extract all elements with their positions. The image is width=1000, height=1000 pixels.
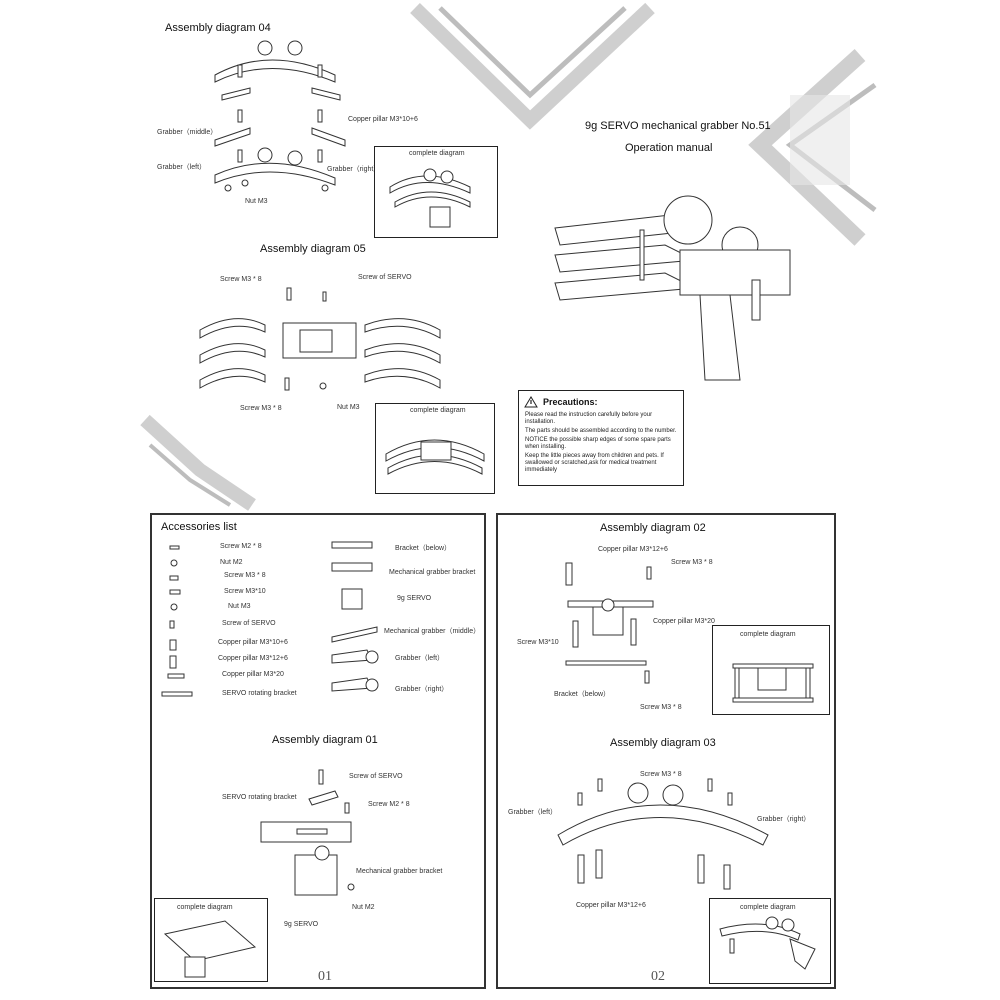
precautions-list: Please read the instruction carefully be…	[525, 412, 679, 474]
acc-screw-m3-10: Screw M3*10	[224, 588, 266, 595]
grabber-middle-label: Grabber（middle）	[157, 129, 218, 136]
manual-subtitle: Operation manual	[625, 142, 713, 154]
a01-rotating-bracket: SERVO rotating bracket	[222, 794, 297, 801]
complete-diagram-03-drawing	[719, 916, 816, 970]
acc-nut-m3: Nut M3	[228, 603, 251, 610]
assembly01-drawing	[260, 769, 355, 896]
a01-grabber-bracket: Mechanical grabber bracket	[356, 868, 443, 875]
acc-grabber-middle: Mechanical grabber（middle）	[384, 628, 481, 635]
complete-diagram-label: complete diagram	[409, 150, 465, 157]
complete-diagram-05-drawing	[385, 439, 485, 475]
screw-m3-8-bottom-label: Screw M3 * 8	[240, 405, 282, 412]
acc-copper-pillar-20: Copper pillar M3*20	[222, 671, 284, 678]
complete-diagram-label: complete diagram	[740, 904, 796, 911]
a01-screw-servo: Screw of SERVO	[349, 773, 403, 780]
a02-screw-m3-8: Screw M3 * 8	[671, 559, 713, 566]
screw-icon	[169, 545, 180, 550]
complete-diagram-02: complete diagram	[712, 625, 830, 715]
acc-servo-bracket: SERVO rotating bracket	[222, 690, 297, 697]
acc-9g-servo: 9g SERVO	[397, 595, 432, 602]
acc-bracket-below: Bracket（below）	[395, 545, 452, 552]
assembly01-title: Assembly diagram 01	[272, 734, 378, 746]
precaution-item: Keep the little pieces away from childre…	[525, 453, 664, 473]
complete-diagram-04: complete diagram	[374, 146, 498, 238]
a02-screw-m3-8b: Screw M3 * 8	[640, 704, 682, 711]
page-number-01: 01	[318, 969, 332, 984]
grabber-left-label: Grabber（left）	[157, 164, 207, 171]
precaution-item: NOTICE the possible sharp edges of some …	[525, 437, 671, 450]
precaution-item: Please read the instruction carefully be…	[525, 412, 653, 425]
acc-nut-m2: Nut M2	[220, 559, 243, 566]
acc-grabber-bracket: Mechanical grabber bracket	[389, 569, 476, 576]
grabber-right-label: Grabber（right）	[327, 166, 381, 173]
complete-diagram-label: complete diagram	[177, 904, 233, 911]
a01-screw-m2: Screw M2 * 8	[368, 801, 410, 808]
assembly05-title: Assembly diagram 05	[260, 243, 366, 255]
a02-bracket-below: Bracket（below）	[554, 691, 611, 698]
warning-icon	[524, 396, 538, 408]
complete-diagram-03: complete diagram	[709, 898, 831, 984]
acc-copper-pillar-12: Copper pillar M3*12+6	[218, 655, 288, 662]
a03-pillar-12: Copper pillar M3*12+6	[576, 902, 646, 909]
page02-panel: Assembly diagram 02 Copper pillar M3*12+…	[496, 513, 836, 989]
precautions-heading: Precautions:	[543, 397, 598, 407]
acc-screw-m2-8: Screw M2 * 8	[220, 543, 262, 550]
a02-screw-m3-10: Screw M3*10	[517, 639, 559, 646]
nut-m3-label: Nut M3	[245, 198, 268, 205]
a03-grabber-right: Grabber（right）	[757, 816, 811, 823]
complete-diagram-label: complete diagram	[740, 631, 796, 638]
screw-servo-label: Screw of SERVO	[358, 274, 412, 281]
nut-m3-05-label: Nut M3	[337, 404, 360, 411]
precaution-item: The parts should be assembled according …	[525, 428, 677, 434]
copper-pillar-label: Copper pillar M3*10+6	[348, 116, 418, 123]
acc-grabber-left: Grabber（left）	[395, 655, 445, 662]
assembly02-title: Assembly diagram 02	[600, 522, 706, 534]
a03-grabber-left: Grabber（left）	[508, 809, 558, 816]
a02-pillar-12: Copper pillar M3*12+6	[598, 546, 668, 553]
acc-screw-servo: Screw of SERVO	[222, 620, 276, 627]
complete-diagram-02-drawing	[732, 663, 814, 703]
complete-diagram-label: complete diagram	[410, 407, 466, 414]
acc-copper-pillar-10: Copper pillar M3*10+6	[218, 639, 288, 646]
assembly02-drawing	[565, 562, 654, 684]
precautions-box: Precautions: Please read the instruction…	[518, 390, 684, 486]
complete-diagram-05: complete diagram	[375, 403, 495, 494]
a01-nut-m2: Nut M2	[352, 904, 375, 911]
a02-pillar-20: Copper pillar M3*20	[653, 618, 715, 625]
page01-panel: Accessories list	[150, 513, 486, 989]
manual-title: 9g SERVO mechanical grabber No.51	[585, 120, 771, 132]
assembly03-drawing	[557, 778, 769, 890]
accessories-icons	[161, 541, 379, 697]
complete-diagram-04-drawing	[389, 168, 471, 228]
assembly04-title: Assembly diagram 04	[165, 22, 271, 34]
a01-servo: 9g SERVO	[284, 921, 319, 928]
page-number-02: 02	[651, 969, 665, 984]
accessories-title: Accessories list	[161, 521, 237, 533]
acc-screw-m3-8: Screw M3 * 8	[224, 572, 266, 579]
acc-grabber-right: Grabber（right）	[395, 686, 449, 693]
complete-diagram-01: complete diagram	[154, 898, 268, 982]
complete-diagram-01-drawing	[163, 920, 257, 978]
a03-screw-m3-8: Screw M3 * 8	[640, 771, 682, 778]
assembly03-title: Assembly diagram 03	[610, 737, 716, 749]
screw-m3-8-top-label: Screw M3 * 8	[220, 276, 262, 283]
